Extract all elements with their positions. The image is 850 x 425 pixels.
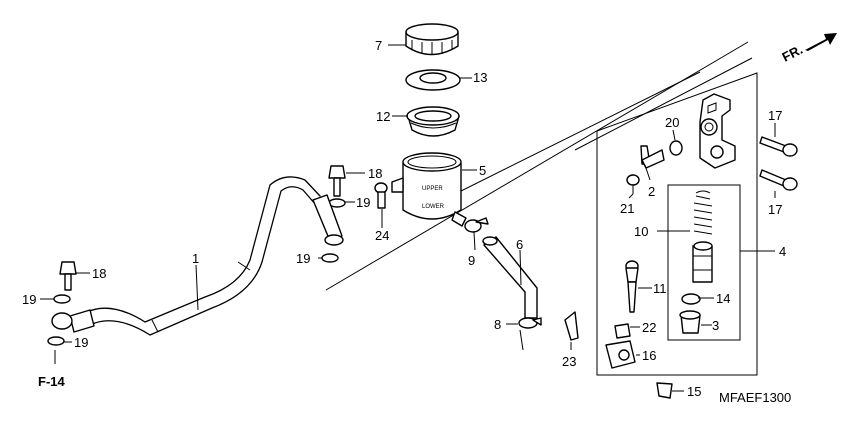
reservoir-lower-mark: LOWER <box>422 204 445 210</box>
callout-18-left: 18 <box>92 266 106 281</box>
guide-line-right <box>574 57 753 151</box>
callout-11: 11 <box>653 281 667 296</box>
hose-washer <box>321 253 339 263</box>
callout-7: 7 <box>375 38 382 53</box>
hose-clamp-lower <box>518 317 542 329</box>
callout-19-reservoir: 19 <box>356 195 370 210</box>
callout-4: 4 <box>779 244 786 259</box>
callout-15: 15 <box>687 384 701 399</box>
callout-2: 2 <box>648 184 655 199</box>
reservoir-cap <box>405 23 459 56</box>
sealing-washer-upper <box>53 294 71 304</box>
supply-hose <box>482 236 538 319</box>
callout-8: 8 <box>494 317 501 332</box>
stopper <box>656 382 673 399</box>
diagram-code: MFAEF1300 <box>719 390 791 405</box>
callout-3: 3 <box>712 318 719 333</box>
mounting-bolt-upper <box>759 136 798 157</box>
reservoir-diaphragm <box>406 106 460 137</box>
callout-24: 24 <box>375 228 389 243</box>
piston-spring <box>693 190 713 235</box>
reservoir-hose <box>51 176 344 336</box>
callout-9: 9 <box>468 253 475 268</box>
hose-clamp-upper <box>464 217 489 233</box>
piston <box>692 241 713 283</box>
reservoir-upper-mark: UPPER <box>422 186 443 192</box>
callout-23: 23 <box>562 354 576 369</box>
callout-10: 10 <box>634 224 648 239</box>
reference-f14: F-14 <box>38 374 66 389</box>
circlip <box>681 293 701 305</box>
callout-19-left-lower: 19 <box>74 335 88 350</box>
callout-14: 14 <box>716 291 730 306</box>
callout-5: 5 <box>479 163 486 178</box>
callout-17-lower: 17 <box>768 202 782 217</box>
lock-nut <box>614 323 631 339</box>
front-arrow-icon <box>805 33 837 51</box>
push-rod <box>625 260 639 313</box>
reservoir-mount-screw <box>374 182 388 209</box>
mounting-bolt-lower <box>759 169 798 191</box>
reservoir-holder <box>605 340 636 369</box>
reservoir-bolt <box>328 165 346 197</box>
callout-labels: 7 13 12 5 18 19 24 19 1 18 19 19 F-14 9 … <box>22 38 786 399</box>
hose-joint-fitting <box>640 145 665 169</box>
sealing-washer-lower <box>47 336 65 346</box>
callout-18-reservoir: 18 <box>368 166 382 181</box>
clip <box>564 311 579 341</box>
callout-12: 12 <box>376 109 390 124</box>
callout-6: 6 <box>516 237 523 252</box>
front-direction-indicator: FR. <box>780 33 837 65</box>
joint-screw <box>626 174 640 194</box>
leader-lines <box>40 44 776 392</box>
front-direction-label: FR. <box>780 42 805 65</box>
callout-22: 22 <box>642 320 656 335</box>
callout-1: 1 <box>192 251 199 266</box>
callout-13: 13 <box>473 70 487 85</box>
reservoir-body: UPPER LOWER <box>391 152 467 227</box>
reservoir-plate <box>405 69 461 91</box>
o-ring <box>669 140 683 156</box>
dust-boot <box>679 310 701 334</box>
master-cylinder-body <box>699 93 736 169</box>
hose-joint-bolt <box>59 261 77 291</box>
callout-20: 20 <box>665 115 679 130</box>
hose-band-lower <box>151 319 159 333</box>
callout-17-upper: 17 <box>768 108 782 123</box>
guide-line-upper <box>452 71 701 196</box>
callout-19-hose: 19 <box>296 251 310 266</box>
callout-19-left-upper: 19 <box>22 292 36 307</box>
master-cylinder-group-outline <box>596 72 758 376</box>
callout-21: 21 <box>620 201 634 216</box>
hose-band-upper <box>237 261 251 271</box>
piston-kit-outline <box>667 184 741 341</box>
callout-16: 16 <box>642 348 656 363</box>
